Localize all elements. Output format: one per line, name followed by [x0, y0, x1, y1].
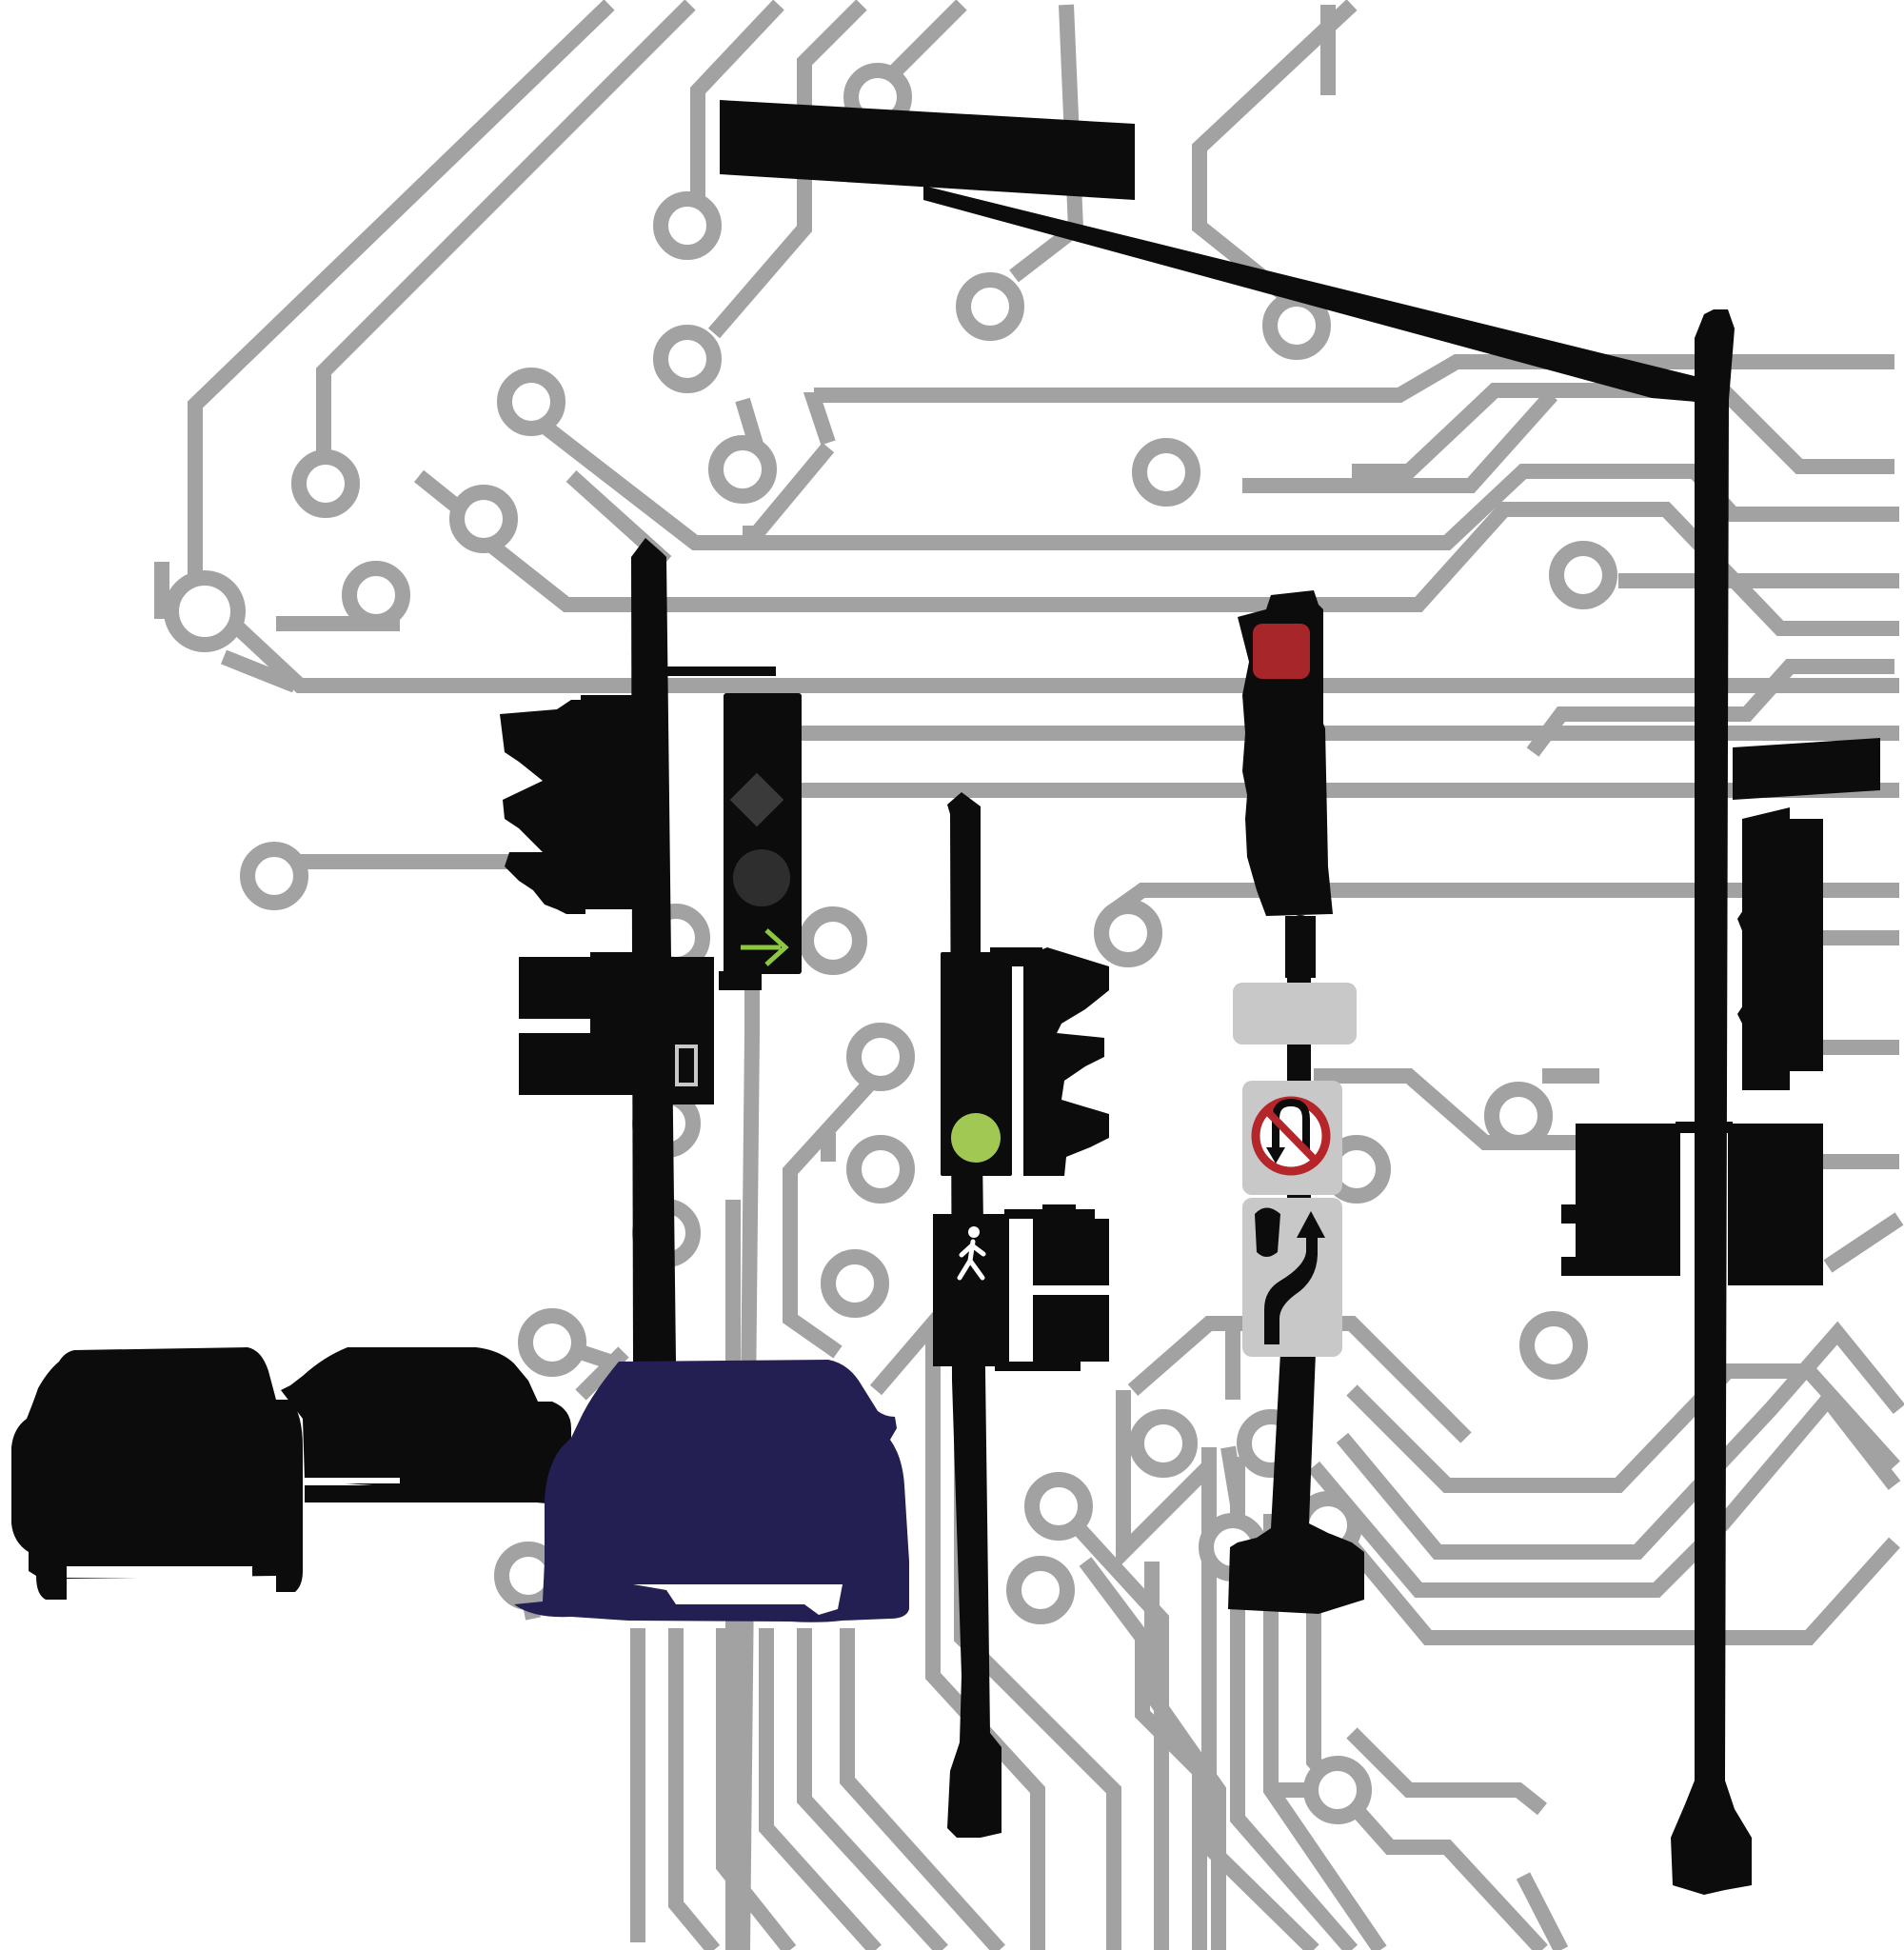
center-signal-pole — [933, 792, 1109, 1838]
car-silhouette — [11, 1347, 303, 1600]
highlighted-car-silhouette — [514, 1360, 909, 1622]
pedestrian-walk-icon — [957, 1226, 986, 1281]
circuit-pads — [164, 63, 1617, 1824]
blank-sign-panel — [1233, 983, 1357, 1045]
pedestrian-box-icon — [675, 1045, 698, 1086]
street-light-pole — [720, 100, 1880, 1895]
red-signal-light — [1253, 624, 1310, 679]
left-signal-pole — [500, 538, 802, 1362]
lane-curve-arrow-sign-icon — [1255, 1207, 1325, 1344]
tall-signal-lights — [729, 772, 790, 966]
car-silhouette — [281, 1347, 571, 1504]
green-signal-light — [951, 1113, 1001, 1163]
no-u-turn-sign-icon — [1251, 1096, 1331, 1176]
